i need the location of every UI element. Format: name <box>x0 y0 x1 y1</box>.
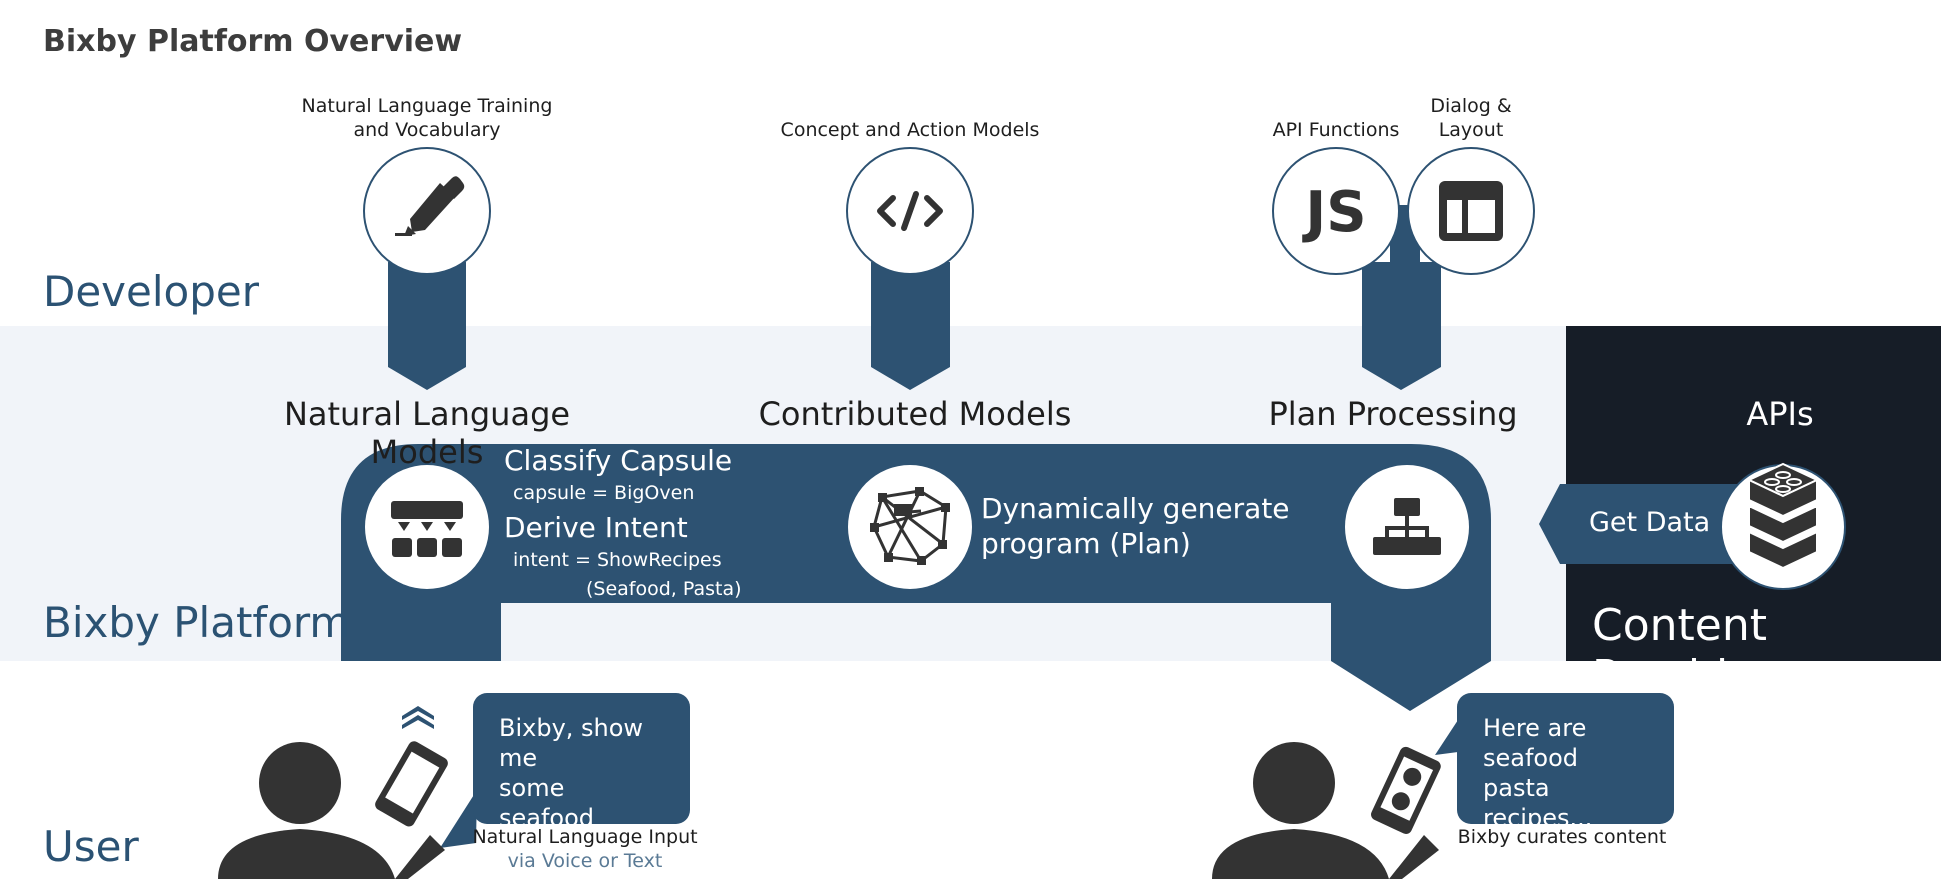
nl-training-label: Natural Language Training and Vocabulary <box>301 95 553 141</box>
highlighter-icon <box>395 176 465 236</box>
get-data-arrow <box>1539 484 1740 564</box>
user-output-bubble: Here are seafood pasta recipes... <box>1457 693 1674 832</box>
generate-circle <box>848 465 972 589</box>
network-icon <box>870 487 950 565</box>
section-nl-models: Natural Language Models <box>283 395 571 471</box>
phone-left-icon <box>375 741 448 827</box>
code-icon <box>877 191 943 231</box>
user-output-bubble-tail <box>1435 720 1458 755</box>
page-title: Bixby Platform Overview <box>43 24 463 59</box>
phone-right-icon <box>1371 746 1441 834</box>
user-input-bubble-tail <box>440 790 477 848</box>
chevron-up-icon <box>402 706 434 729</box>
person-left-icon <box>218 742 445 879</box>
input-caption: Natural Language Input via Voice or Text <box>460 825 710 873</box>
section-contributed-models: Contributed Models <box>758 395 1072 433</box>
derive-intent-detail: intent = ShowRecipes <box>513 549 722 571</box>
zone-platform: Bixby Platform <box>43 598 351 647</box>
zone-user: User <box>43 822 139 871</box>
javascript-icon: JS <box>1301 180 1366 245</box>
zone-developer: Developer <box>43 267 260 316</box>
generate-plan-text: Dynamically generate program (Plan) <box>981 492 1290 560</box>
hierarchy-icon <box>1373 498 1441 555</box>
get-data-label: Get Data <box>1589 507 1711 538</box>
api-arrow <box>1362 262 1441 390</box>
data-blocks-icon <box>1746 462 1820 570</box>
derive-intent-args: (Seafood, Pasta) <box>586 578 742 600</box>
user-input-bubble: Bixby, show me some seafood pasta recipe… <box>473 693 690 892</box>
person-right-icon <box>1212 742 1439 879</box>
dialog-layout-label: Dialog & Layout <box>1430 95 1512 141</box>
classify-capsule-title: Classify Capsule <box>504 444 733 477</box>
input-caption-main: Natural Language Input <box>472 826 698 848</box>
models-arrow <box>871 262 950 390</box>
models-label: Concept and Action Models <box>780 119 1040 141</box>
nl-training-arrow <box>388 262 466 390</box>
zone-content-provider: Content Provider <box>1592 600 1774 702</box>
api-functions-label: API Functions <box>1272 119 1400 141</box>
input-caption-sub: via Voice or Text <box>507 850 663 872</box>
layout-icon <box>1439 181 1503 241</box>
classification-icon <box>391 501 463 557</box>
section-apis: APIs <box>1746 395 1814 433</box>
output-caption: Bixby curates content <box>1457 826 1667 848</box>
api-circle <box>1272 147 1400 275</box>
classify-capsule-detail: capsule = BigOven <box>513 482 695 504</box>
derive-intent-title: Derive Intent <box>504 511 688 544</box>
section-plan-processing: Plan Processing <box>1268 395 1518 433</box>
